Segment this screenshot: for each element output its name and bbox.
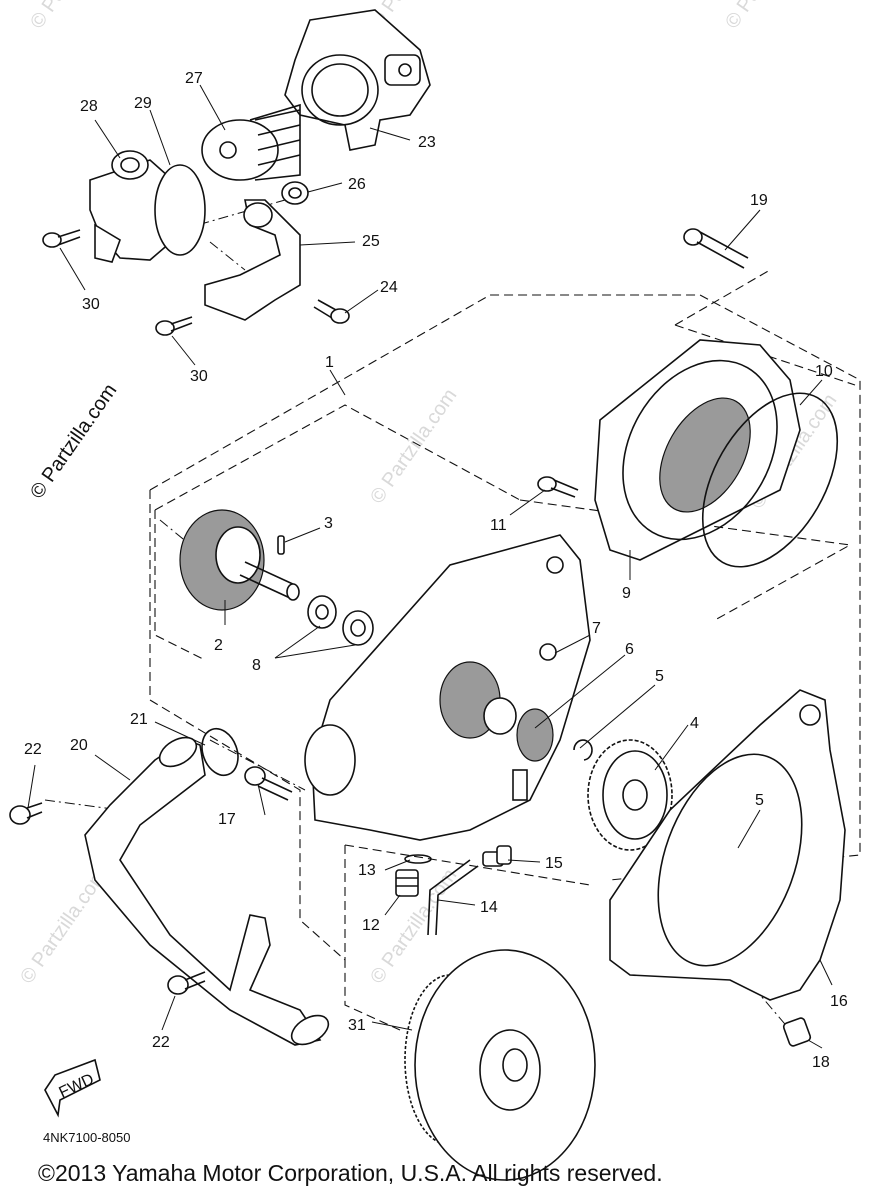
callout-18: 18 [812, 1054, 830, 1071]
callout-5-upper: 5 [655, 668, 664, 685]
fwd-arrow-icon: FWD [44, 1058, 101, 1118]
bolt-17 [244, 766, 293, 801]
callout-labels: 1 2 3 4 5 5 6 7 8 9 10 11 12 13 14 15 16… [24, 70, 848, 1071]
callout-14: 14 [480, 899, 498, 916]
callout-15: 15 [545, 855, 563, 872]
impeller [179, 509, 300, 611]
gasket-ring-10 [701, 392, 839, 568]
callout-28: 28 [80, 98, 98, 115]
fitting-15 [482, 845, 512, 867]
callout-22-upper: 22 [24, 741, 42, 758]
bolt-24 [313, 299, 350, 324]
callout-6: 6 [625, 641, 634, 658]
callout-26: 26 [348, 176, 366, 193]
seal-26 [281, 181, 309, 205]
callout-31: 31 [348, 1017, 366, 1034]
callout-27: 27 [185, 70, 203, 87]
callout-7: 7 [592, 620, 601, 637]
seal-8 [307, 595, 374, 646]
callout-3: 3 [324, 515, 333, 532]
bolt-19 [683, 228, 749, 269]
leader-lines [27, 84, 833, 1049]
callout-21: 21 [130, 711, 148, 728]
callout-25: 25 [362, 233, 380, 250]
washer-13 [404, 854, 432, 864]
pin-3 [277, 535, 285, 555]
circlip-5-upper [573, 739, 593, 761]
watermark-main: © Partzilla.com [26, 380, 121, 503]
callout-5-lower: 5 [755, 792, 764, 809]
callout-22-lower: 22 [152, 1034, 170, 1051]
callout-23: 23 [418, 134, 436, 151]
watermark-faint: © Partzilla.com [721, 0, 816, 33]
callout-20: 20 [70, 737, 88, 754]
thermostat [201, 103, 301, 181]
gear-31 [404, 949, 596, 1181]
callout-29: 29 [134, 95, 152, 112]
callout-12: 12 [362, 917, 380, 934]
callout-10: 10 [815, 363, 833, 380]
cover-9 [594, 339, 801, 561]
callout-1: 1 [325, 354, 334, 371]
inlet-fitting [89, 150, 206, 263]
thermostat-housing [284, 9, 431, 151]
callout-4: 4 [690, 715, 699, 732]
gear-4 [587, 739, 673, 851]
assembly-outline [44, 199, 861, 1031]
callout-11: 11 [490, 517, 507, 534]
pump-housing [304, 534, 591, 841]
water-pipe-20 [84, 736, 330, 1046]
callout-19: 19 [750, 192, 768, 209]
callout-24: 24 [380, 279, 398, 296]
callout-17: 17 [218, 811, 236, 828]
watermark-faint: © Partzilla.com [366, 385, 461, 508]
dowel-18 [782, 1017, 812, 1047]
copyright-notice: ©2013 Yamaha Motor Corporation, U.S.A. A… [38, 1160, 663, 1186]
drain-plug-12 [395, 869, 419, 897]
watermark-faint: © Partzilla.com [26, 0, 121, 33]
bolt-30-lower [155, 316, 193, 336]
bolt-22-lower [167, 971, 206, 995]
hose-14 [427, 859, 479, 936]
callout-9: 9 [622, 585, 631, 602]
bolt-30-upper [42, 229, 81, 248]
diagram-code: 4NK7100-8050 [43, 1130, 131, 1145]
callout-16: 16 [830, 993, 848, 1010]
bolt-11 [537, 476, 579, 498]
bracket-25 [204, 199, 301, 321]
callout-8: 8 [252, 657, 261, 674]
o-ring-21 [201, 727, 239, 777]
callout-13: 13 [358, 862, 376, 879]
cover-gasket-16 [609, 689, 846, 1001]
bolt-22-upper [9, 802, 43, 825]
callout-30-upper: 30 [82, 296, 100, 313]
callout-2: 2 [214, 637, 223, 654]
callout-30-lower: 30 [190, 368, 208, 385]
